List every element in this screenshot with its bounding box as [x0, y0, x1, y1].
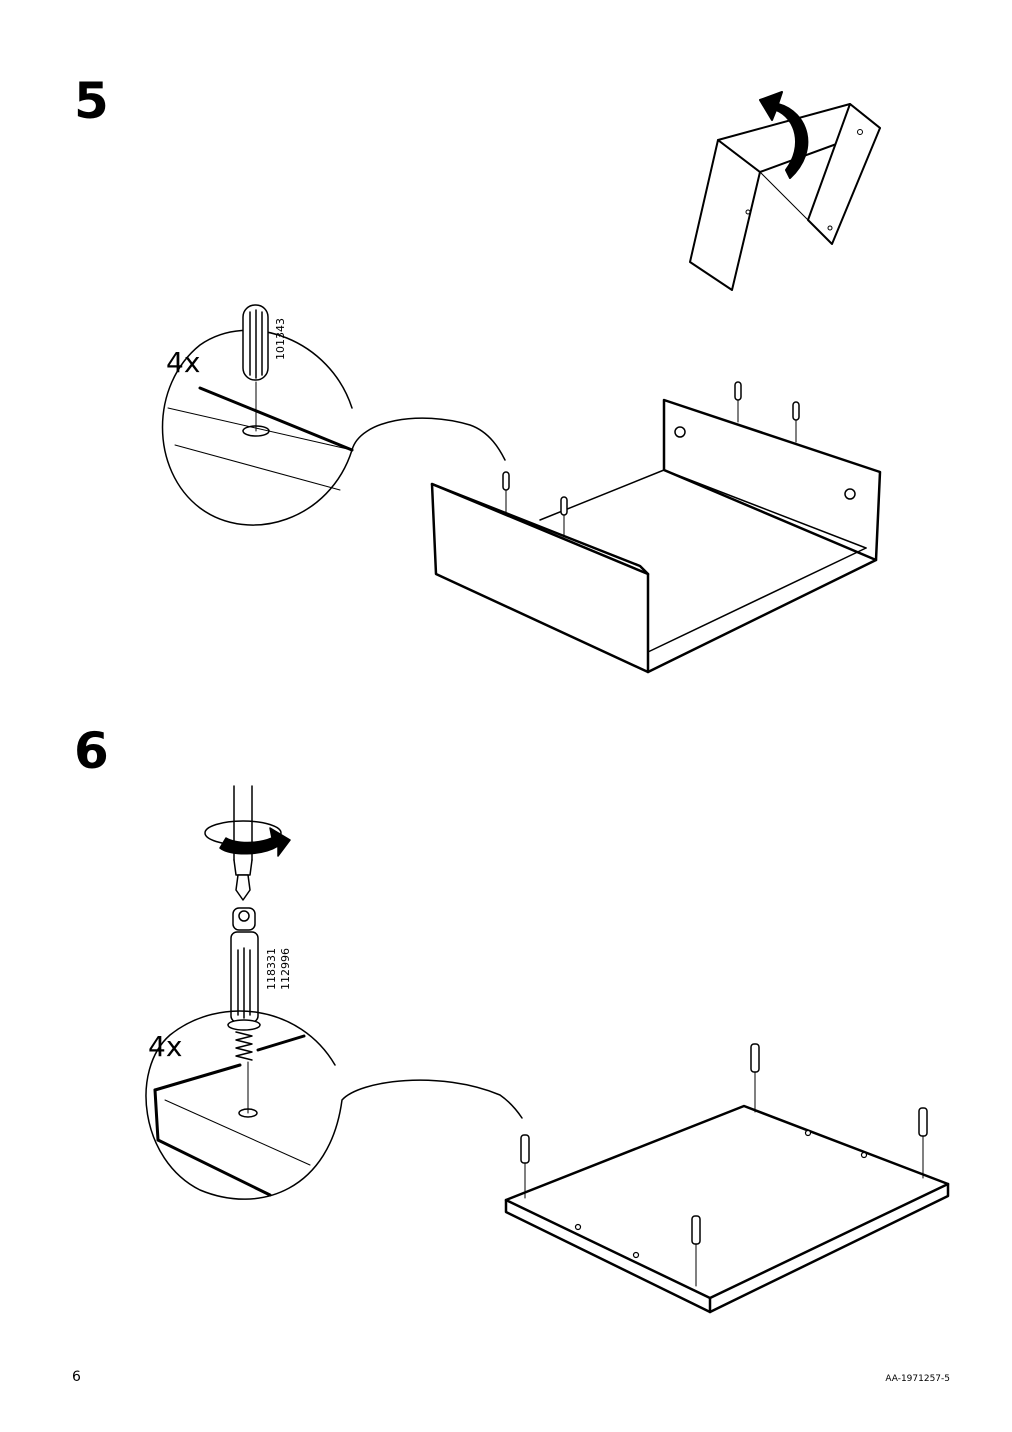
step-5-quantity: 4x	[166, 346, 201, 379]
dowel-pins-step5	[502, 381, 800, 538]
dowel-icon	[242, 304, 269, 381]
step-5-number: 5	[74, 72, 109, 130]
bottom-panel-drawing	[504, 1104, 950, 1314]
cam-screws-on-panel	[520, 1043, 928, 1287]
step-6-number: 6	[74, 722, 109, 780]
drawer-box-drawing	[430, 398, 882, 674]
step-6-quantity: 4x	[148, 1030, 183, 1063]
page-number: 6	[72, 1369, 81, 1385]
detail-circle-step5	[161, 329, 506, 526]
rotate-arrow-icon	[759, 91, 809, 179]
cam-screw-icon	[227, 907, 261, 1061]
flip-panel-drawing	[689, 103, 881, 291]
step-6-part-id-2: 112996	[279, 948, 292, 990]
panel-holes	[574, 1129, 868, 1259]
document-id: AA-1971257-5	[885, 1374, 950, 1384]
rotate-arrow-icon	[219, 827, 291, 857]
detail-circle-step6	[145, 1010, 523, 1200]
step-6-part-id-1: 118331	[265, 948, 278, 990]
step-5-part-id: 101343	[274, 318, 287, 360]
